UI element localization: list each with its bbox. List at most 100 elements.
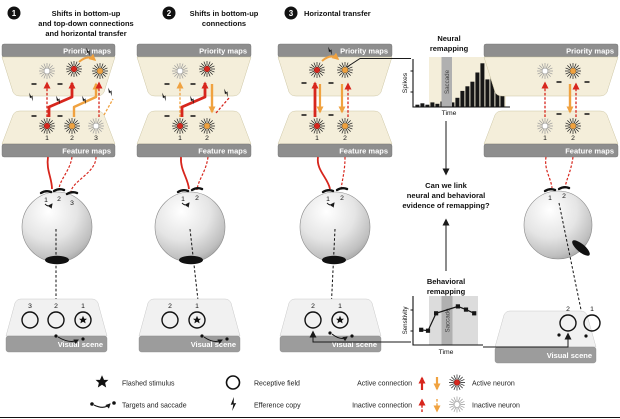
visual-scene-label: Visual scene <box>58 340 103 349</box>
horizontal-transfer-arrow <box>321 52 340 62</box>
saccade-band-label: Saccade <box>445 308 452 333</box>
priority-map-plane <box>136 56 252 97</box>
saccade-mini-arrow <box>181 202 190 208</box>
question-line1: Can we link <box>425 181 468 190</box>
spike-bar <box>420 103 425 107</box>
feature-neuron-active-orange <box>63 117 81 135</box>
question-line2: neural and behavioral <box>407 191 486 200</box>
priority-map-label: Priority maps <box>566 47 614 56</box>
feature-number: 1 <box>178 135 182 142</box>
behavioral-chart-title-line1: Behavioral <box>427 277 465 286</box>
question-line3: evidence of remapping? <box>402 201 490 210</box>
inactive-neuron-icon <box>448 396 466 413</box>
sensitivity-line-series <box>419 304 477 333</box>
panel-1-title-line2: and top-down connections <box>38 19 133 28</box>
feature-map-bar <box>1 143 116 158</box>
neural-chart-axes <box>412 59 510 108</box>
scene-number: 3 <box>28 303 32 310</box>
eye-number: 2 <box>562 193 566 200</box>
priority-neuron-inactive <box>171 62 189 80</box>
pupil <box>322 255 346 265</box>
active-shifted-connection-red <box>47 81 76 117</box>
suppression-minus-signs <box>301 82 334 116</box>
behavioral-xlabel: Time <box>439 349 454 356</box>
sensitivity-point <box>425 328 431 333</box>
receptive-field-circle <box>331 311 349 329</box>
spike-bar <box>425 104 430 107</box>
spike-bar <box>480 63 485 107</box>
receptive-field-markers <box>176 187 204 194</box>
panel-3-badge-number: 3 <box>289 9 294 18</box>
pupil <box>45 255 69 265</box>
panel-2-badge <box>162 6 176 20</box>
fixation-dot <box>328 331 332 335</box>
legend-active-connection-label: Active connection <box>357 381 412 388</box>
legend-inactive-connection-label: Inactive connection <box>352 403 412 410</box>
connector-to-behavioral-chart-left <box>309 330 411 343</box>
scene-number: 2 <box>311 303 315 310</box>
receptive-field-circle <box>304 311 322 329</box>
receptive-field-icon <box>225 375 241 390</box>
saccade-end-dot <box>112 401 116 405</box>
receptive-field-circle <box>559 314 577 332</box>
behavioral-remapping-chart: Behavioral remapping Saccade Sensitivity… <box>402 277 483 356</box>
eye-number: 2 <box>57 196 61 203</box>
feature-neuron-active-red <box>38 117 56 135</box>
visual-scene-plane <box>5 298 108 337</box>
priority-neuron-active-red <box>308 61 326 79</box>
receptive-field-circle <box>47 311 65 329</box>
feature-map-bar <box>483 143 619 158</box>
feature-to-eye-inactive <box>564 156 574 189</box>
saccade-target-dot <box>81 337 85 341</box>
priority-neuron-active-red <box>198 60 216 78</box>
feature-to-eye-inactive <box>340 156 346 191</box>
panel-3: 3 Horizontal transfer Priority maps Feat… <box>277 6 411 353</box>
pupil <box>572 240 590 256</box>
priority-map-plane <box>277 56 393 97</box>
fixation-dot <box>200 334 204 338</box>
feature-map-label: Feature maps <box>198 147 247 156</box>
visual-scene-label: Visual scene <box>547 351 592 360</box>
behavioral-ylabel: Sensitivity <box>402 306 409 335</box>
visual-scene-label: Visual scene <box>332 340 377 349</box>
sensitivity-point <box>419 327 424 332</box>
neural-xlabel: Time <box>442 110 457 117</box>
legend-active-neuron-label: Active neuron <box>472 381 515 388</box>
saccade-arrow <box>331 333 348 342</box>
feature-number: 2 <box>70 135 74 142</box>
eye-number: 2 <box>340 195 344 202</box>
connector-to-behavioral-chart-right <box>483 332 572 348</box>
eyeball <box>154 191 226 263</box>
saccade-target-dot <box>350 334 354 338</box>
eyeball <box>299 191 371 263</box>
panel-1-title-line3: and horizontal transfer <box>45 29 126 38</box>
priority-neuron-active-orange <box>91 62 109 80</box>
feature-map-plane <box>136 110 252 145</box>
targets-saccade-icon <box>93 403 111 409</box>
spike-bar <box>430 102 435 107</box>
horizontal-transfer-arrow <box>78 53 97 63</box>
panel-3-title: Horizontal transfer <box>304 9 371 18</box>
feature-map-label: Feature maps <box>565 147 614 156</box>
scene-number: 1 <box>338 303 342 310</box>
eye-number: 1 <box>44 197 48 204</box>
feature-number: 3 <box>94 135 98 142</box>
panel-1-badge-number: 1 <box>12 9 17 18</box>
receptive-field-circle <box>74 311 92 329</box>
behavioral-chart-yticks <box>410 309 413 332</box>
receptive-field-circle <box>21 311 39 329</box>
saccade-band <box>441 57 452 107</box>
spike-bar <box>485 79 490 107</box>
spike-bar <box>490 66 495 107</box>
legend-targets-saccade-label: Targets and saccade <box>122 403 187 410</box>
feature-map-plane <box>483 110 619 145</box>
panel-2-title-line2: connections <box>202 19 246 28</box>
visual-scene-label: Visual scene <box>191 340 236 349</box>
gaze-line <box>329 228 336 333</box>
spike-bar <box>435 103 440 107</box>
feature-map-label: Feature maps <box>62 147 111 156</box>
spike-bar <box>475 72 480 107</box>
efference-copy-icon <box>105 87 115 97</box>
feature-map-label: Feature maps <box>339 147 388 156</box>
spike-bar <box>450 102 455 107</box>
